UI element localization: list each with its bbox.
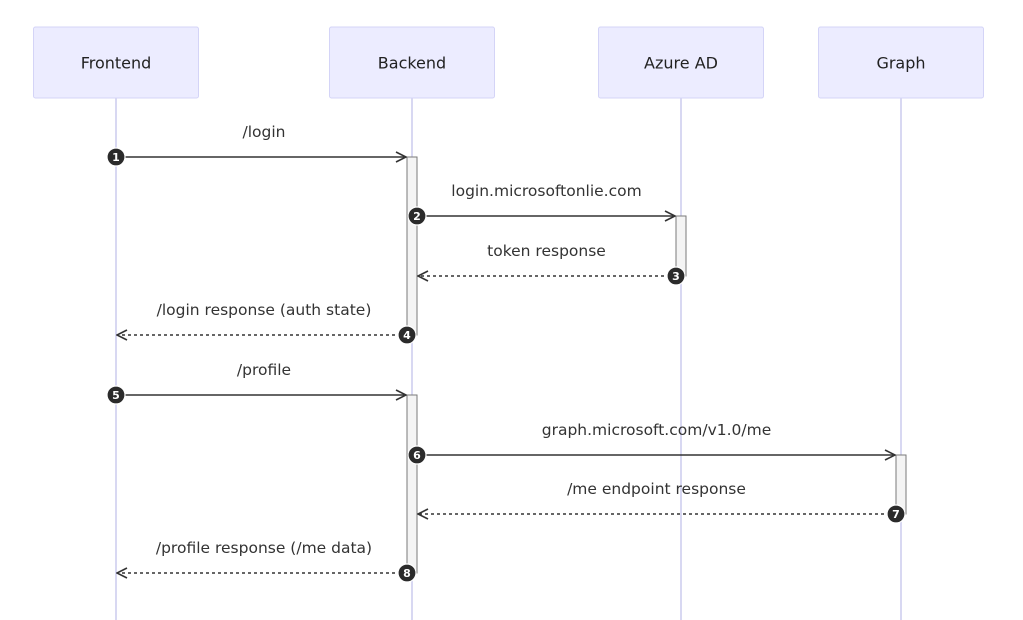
sequence-number-badge: 2 [407, 206, 427, 226]
participant-graph: Graph [818, 26, 984, 99]
message-4: /login response (auth state) 4 [117, 301, 417, 345]
sequence-number: 2 [413, 210, 421, 223]
message-label: graph.microsoft.com/v1.0/me [542, 421, 772, 439]
sequence-number-circle [397, 325, 417, 345]
sequence-number: 6 [413, 449, 421, 462]
message-label: token response [487, 242, 606, 260]
sequence-number-circle [407, 206, 427, 226]
sequence-number: 5 [112, 389, 120, 402]
participant-backend: Backend [329, 26, 495, 99]
message-label: /login [243, 123, 286, 141]
message-3: token response 3 [418, 242, 686, 286]
sequence-number-badge: 5 [106, 385, 126, 405]
participant-frontend: Frontend [33, 26, 199, 99]
sequence-number-circle [886, 504, 906, 524]
message-8: /profile response (/me data) 8 [117, 539, 417, 583]
message-label: login.microsoftonlie.com [451, 182, 641, 200]
message-label: /login response (auth state) [157, 301, 372, 319]
sequence-number: 8 [403, 567, 411, 580]
sequence-number: 3 [672, 270, 680, 283]
message-5: /profile 5 [106, 361, 406, 405]
participant-label: Azure AD [644, 54, 718, 73]
sequence-number-circle [666, 266, 686, 286]
participant-label: Graph [876, 54, 925, 73]
sequence-number: 1 [112, 151, 120, 164]
participant-azuread: Azure AD [598, 26, 764, 99]
sequence-number-badge: 7 [886, 504, 906, 524]
sequence-number-circle [106, 385, 126, 405]
participant-box [818, 26, 984, 99]
sequence-number-badge: 1 [106, 147, 126, 167]
sequence-number: 7 [892, 508, 900, 521]
sequence-number-badge: 4 [397, 325, 417, 345]
message-label: /profile [237, 361, 291, 379]
sequence-number-circle [106, 147, 126, 167]
participant-label: Frontend [81, 54, 152, 73]
message-label: /me endpoint response [567, 480, 746, 498]
sequence-number-circle [397, 563, 417, 583]
message-6: graph.microsoft.com/v1.0/me 6 [407, 421, 895, 465]
participant-box [598, 26, 764, 99]
message-1: /login 1 [106, 123, 406, 167]
participant-box [33, 26, 199, 99]
participant-box [329, 26, 495, 99]
message-2: login.microsoftonlie.com 2 [407, 182, 675, 226]
participant-label: Backend [378, 54, 446, 73]
sequence-number-circle [407, 445, 427, 465]
sequence-number-badge: 6 [407, 445, 427, 465]
sequence-number: 4 [403, 329, 411, 342]
activation-bar-backend [406, 156, 418, 336]
sequence-number-badge: 3 [666, 266, 686, 286]
message-7: /me endpoint response 7 [418, 480, 906, 524]
message-label: /profile response (/me data) [156, 539, 372, 557]
sequence-number-badge: 8 [397, 563, 417, 583]
activation-bar-backend [406, 394, 418, 574]
